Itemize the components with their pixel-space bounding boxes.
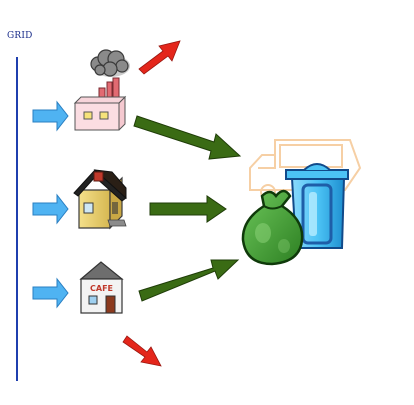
input-arrow-factory — [32, 100, 69, 132]
cafe-sign: CAFE — [90, 284, 113, 293]
input-arrow-cafe — [32, 277, 69, 309]
emission-arrow-down — [122, 335, 162, 367]
grid-label: GRID — [7, 31, 33, 41]
waste-arrow-cafe — [138, 259, 240, 302]
house-icon — [73, 169, 127, 230]
grid-line — [16, 57, 18, 381]
input-arrow-house — [32, 193, 69, 225]
waste-arrow-house — [149, 195, 227, 223]
factory-icon — [73, 77, 127, 131]
emission-arrow-up — [138, 40, 181, 75]
trash-can-icon — [285, 163, 349, 249]
waste-arrow-factory — [133, 115, 242, 160]
smoke-cloud-icon — [90, 49, 130, 77]
cafe-icon: CAFE — [79, 261, 124, 314]
garbage-bag-icon — [241, 189, 304, 266]
